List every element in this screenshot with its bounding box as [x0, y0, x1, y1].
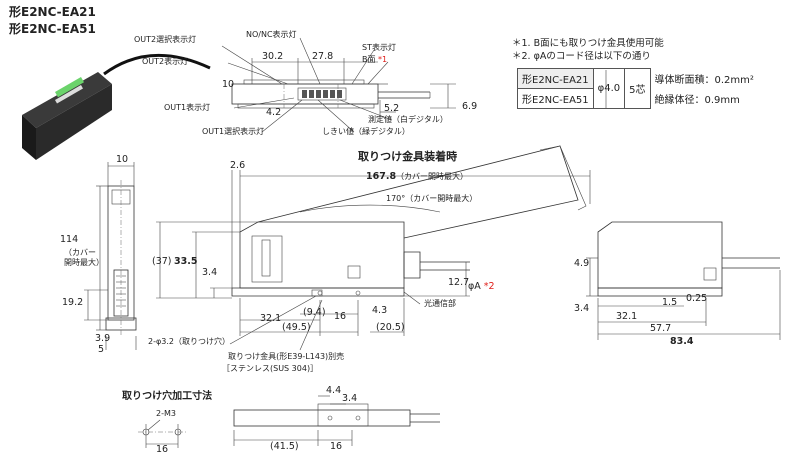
dim-10-top: 10: [222, 79, 235, 90]
label-phiA: φA *2: [468, 281, 495, 292]
dim-30-2: 30.2: [262, 51, 284, 62]
note-2: ＊2. φAのコード径は以下の通り: [512, 51, 651, 62]
bottom-dim-16: 16: [330, 441, 343, 452]
label-out1-select: OUT1選択表示灯: [202, 127, 265, 136]
right-dim-1-5: 1.5: [662, 297, 678, 308]
label-threshold: しきい値（緑デジタル）: [322, 127, 410, 136]
side-dim-3-9: 3.9: [95, 333, 111, 344]
main-view: [156, 145, 591, 351]
label-optical: 光通信部: [424, 299, 456, 308]
dim-32-1: 32.1: [260, 313, 282, 324]
hole-title: 取りつけ穴加工寸法: [122, 391, 213, 402]
dim-49-5: (49.5): [282, 322, 311, 333]
label-out1-ind: OUT1表示灯: [164, 103, 211, 112]
dim-6-9: 6.9: [462, 101, 478, 112]
dim-27-8: 27.8: [312, 51, 334, 62]
side-cover-open: （カバー 開時最大）: [64, 248, 104, 268]
label-st: ST表示灯: [362, 43, 396, 52]
spec-model-2: 形E2NC-EA51: [517, 88, 594, 109]
right-dim-0-25: 0.25: [686, 293, 708, 304]
dim-4-3: 4.3: [372, 305, 388, 316]
model-name-1: 形E2NC-EA21: [9, 5, 96, 19]
label-nonc: NO/NC表示灯: [246, 30, 297, 39]
right-dim-3-4: 3.4: [574, 303, 590, 314]
dim-2-6: 2.6: [230, 160, 246, 171]
right-view: [586, 221, 781, 340]
spec-model-1: 形E2NC-EA21: [517, 68, 594, 89]
dim-33-5: 33.5: [174, 256, 198, 267]
label-b-face: B面 *1: [362, 55, 388, 64]
dim-16: 16: [334, 311, 347, 322]
dim-20-5: (20.5): [376, 322, 405, 333]
dim-37: (37): [152, 256, 172, 267]
dim-12-7: 12.7: [448, 277, 470, 288]
bottom-dim-41-5: (41.5): [270, 441, 299, 452]
label-measured: 測定値（白デジタル）: [368, 115, 448, 124]
side-dim-19-2: 19.2: [62, 297, 84, 308]
bottom-dim-4-4: 4.4: [326, 385, 342, 396]
label-bracket-1: 取りつけ金具(形E39-L143)別売: [228, 352, 345, 361]
product-photo: [22, 53, 211, 160]
dim-3-4: 3.4: [202, 267, 218, 278]
dim-5-2: 5.2: [384, 103, 400, 114]
label-hole: 2-φ3.2（取りつけ穴）: [148, 337, 231, 346]
bottom-view: [233, 395, 440, 446]
top-view: [221, 37, 456, 133]
right-dim-57-7: 57.7: [650, 323, 672, 334]
right-dim-32-1: 32.1: [616, 311, 638, 322]
dim-4-2: 4.2: [266, 107, 282, 118]
right-dim-4-9: 4.9: [574, 258, 590, 269]
hole-pattern: [138, 419, 186, 448]
dim-9-4: (9.4): [303, 307, 326, 318]
side-dim-10: 10: [116, 154, 129, 165]
spec-diameter: φ4.0: [592, 68, 626, 109]
model-name-2: 形E2NC-EA51: [9, 22, 96, 36]
spec-insulator: 絶縁体径：0.9mm: [654, 95, 740, 106]
hole-dim-16: 16: [156, 444, 169, 455]
label-out2-ind: OUT2表示灯: [142, 57, 189, 66]
side-dim-5: 5: [98, 344, 105, 355]
spec-conductor: 導体断面積：0.2mm²: [654, 75, 754, 86]
right-dim-83-4: 83.4: [670, 336, 694, 347]
bottom-dim-3-4: 3.4: [342, 393, 358, 404]
angle-label: 170°（カバー開時最大）: [386, 194, 478, 203]
mount-title: 取りつけ金具装着時: [358, 150, 458, 163]
spec-table: 形E2NC-EA21 φ4.0 5芯 導体断面積：0.2mm² 形E2NC-EA…: [517, 68, 759, 109]
side-dim-114: 114: [60, 234, 79, 245]
spec-cores: 5芯: [624, 68, 651, 109]
label-out2-select: OUT2選択表示灯: [134, 35, 197, 44]
hole-m3: 2-M3: [156, 409, 176, 418]
dim-167-8: 167.8（カバー開時最大）: [366, 171, 469, 182]
label-bracket-2: ［ステンレス(SUS 304)］: [222, 364, 319, 373]
note-1: ＊1. B面にも取りつけ金具使用可能: [512, 38, 664, 49]
side-view: [84, 162, 137, 350]
